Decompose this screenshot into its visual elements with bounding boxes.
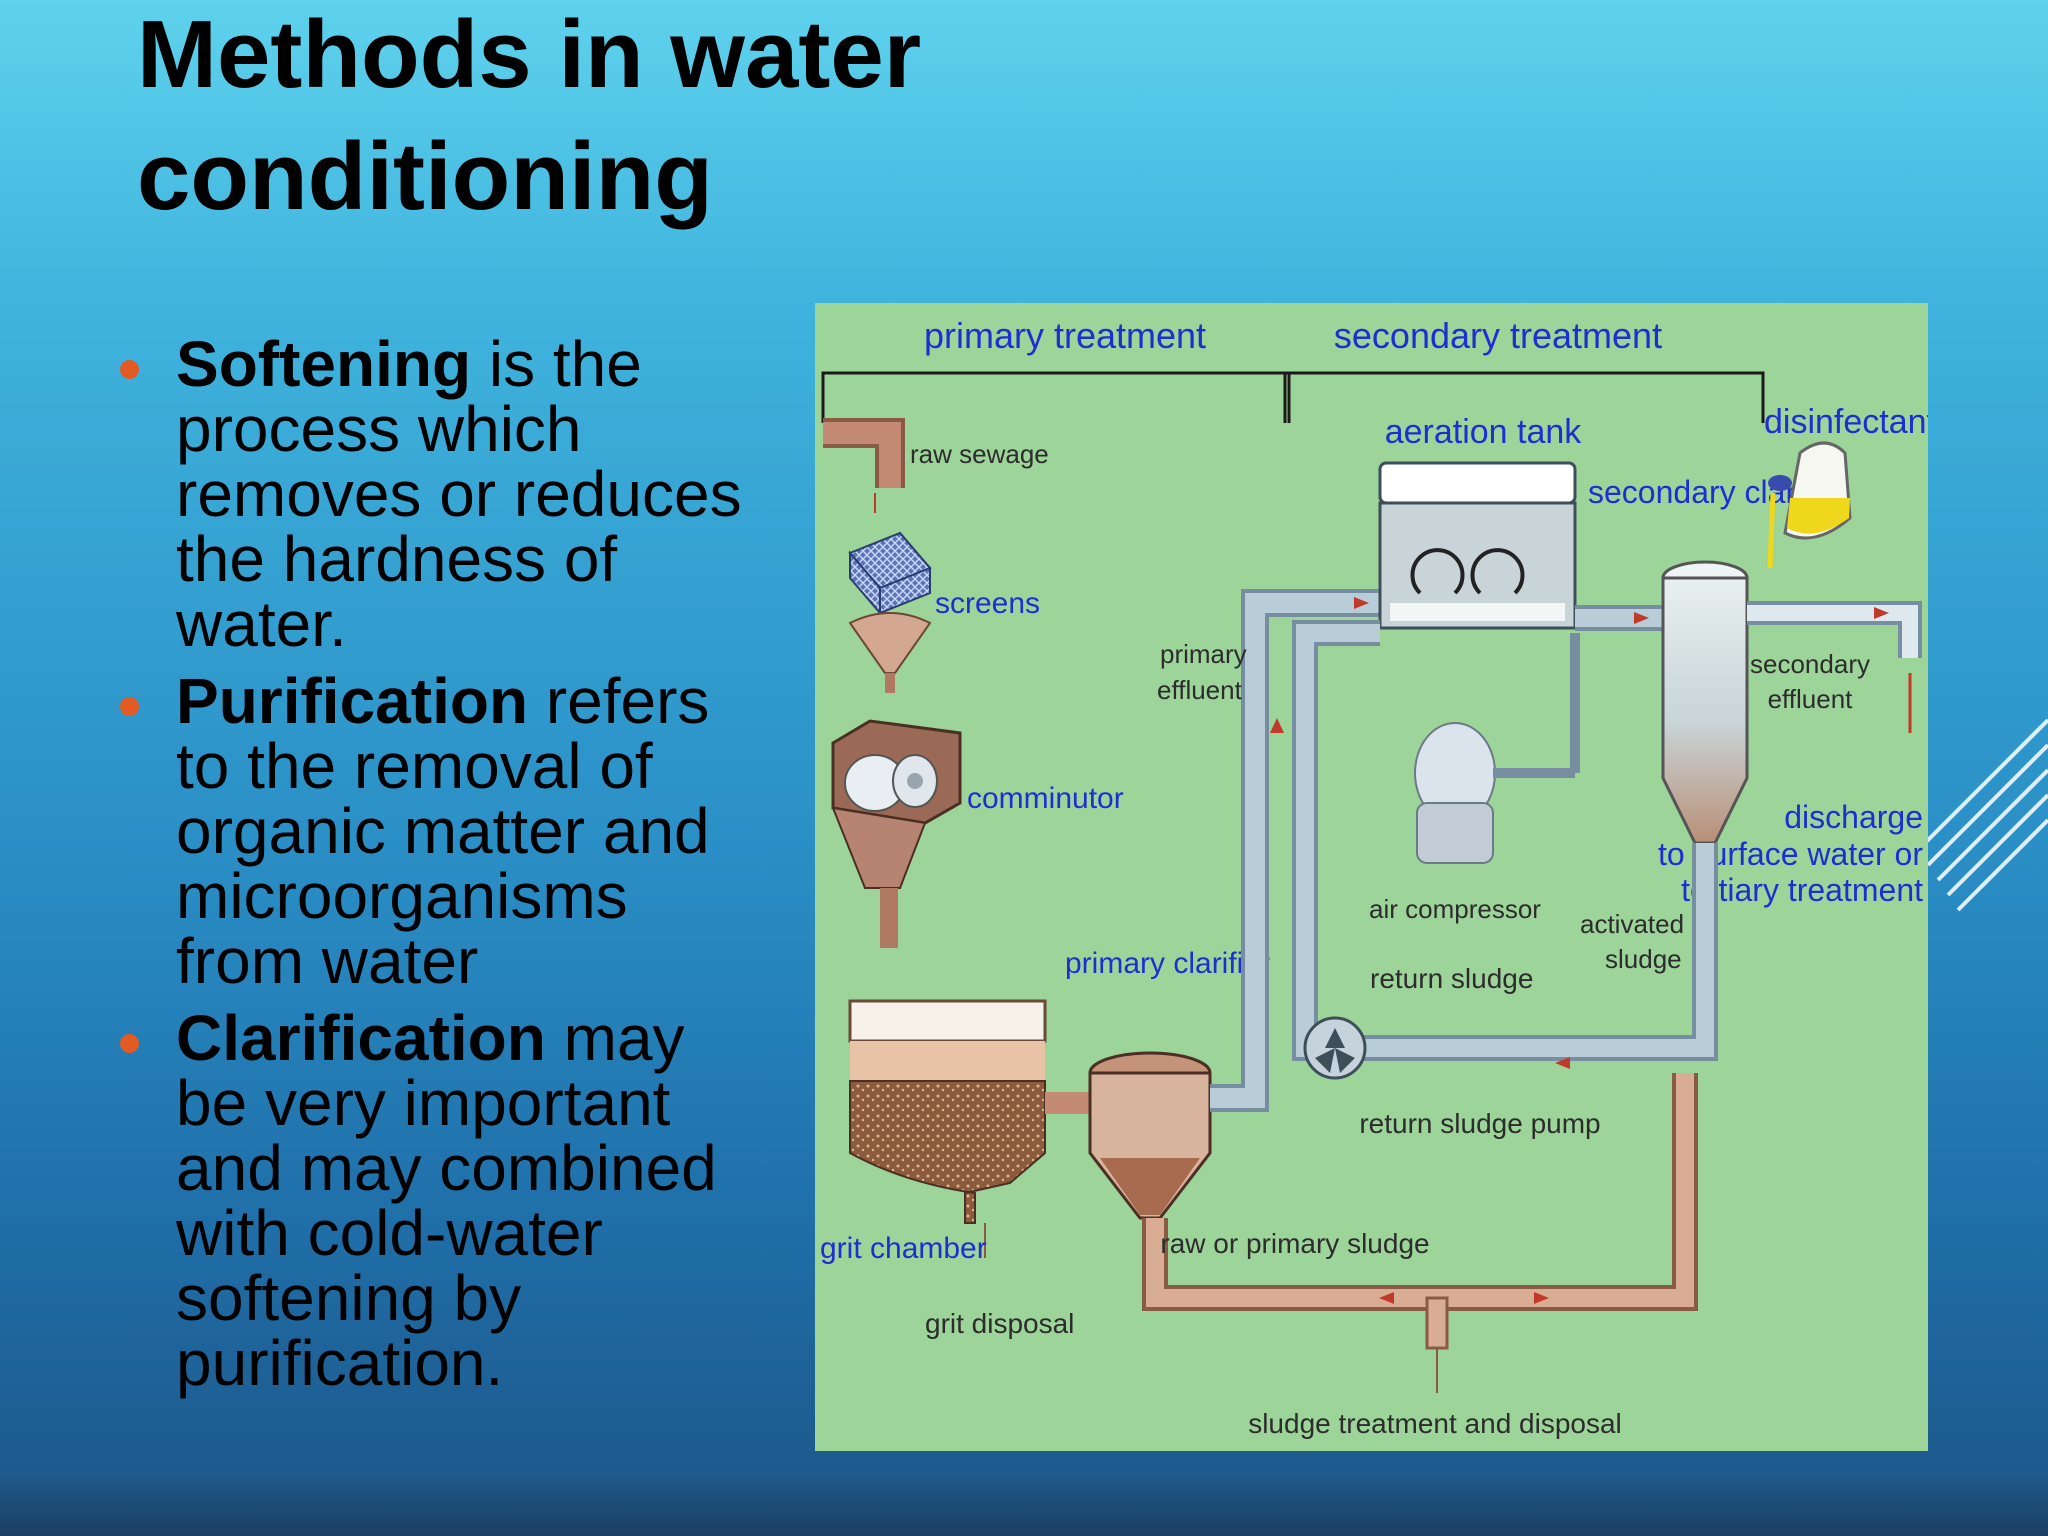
bullet-term: Purification [176,665,529,737]
screens-label: screens [935,587,1040,620]
bullet-dot-icon [120,697,139,716]
primary-clarifier-unit [1088,1051,1212,1220]
bullet-dot-icon [120,360,139,379]
primary-effluent-label-2: effluent [1157,675,1243,705]
secondary-effluent-label-2: effluent [1768,684,1854,714]
comminutor-label: comminutor [967,782,1124,815]
primary-effluent-label-1: primary [1160,639,1247,669]
disinfectant-jug [1767,441,1852,569]
wastewater-treatment-diagram: primary treatment secondary treatment ra… [815,303,1928,1451]
raw-sewage-pipe [823,418,905,513]
bullet-text: may be very important and may combined w… [176,1002,717,1399]
screens-unit [848,531,932,693]
decorative-lines [1916,718,2048,912]
slide-title: Methods in water conditioning [137,1,922,230]
raw-sewage-label: raw sewage [910,439,1049,469]
air-compressor-unit [1414,633,1580,864]
bullet-list: Softening is the process which removes o… [108,332,768,1408]
air-compressor-label: air compressor [1369,894,1541,924]
return-sludge-pump [1303,1016,1367,1080]
sludge-treatment-label: sludge treatment and disposal [1248,1408,1622,1439]
bullet-clarification: Clarification may be very important and … [108,1006,768,1396]
return-sludge-pump-label: return sludge pump [1359,1108,1600,1139]
stage-brackets [821,371,1765,423]
bullet-term: Clarification [176,1002,546,1074]
secondary-treatment-label: secondary treatment [1334,315,1662,356]
bullet-text: is the process which removes or reduces … [176,328,742,660]
aeration-tank-unit [1378,461,1577,630]
raw-or-primary-sludge-label: raw or primary sludge [1160,1228,1429,1259]
discharge-label-3: tertiary treatment [1681,872,1923,908]
activated-sludge-label-1: activated [1580,909,1684,939]
diagram-background [815,303,1928,1451]
discharge-label-1: discharge [1784,799,1923,835]
secondary-effluent-label-1: secondary [1750,649,1870,679]
bullet-text: refers to the removal of organic matter … [176,665,710,997]
bullet-softening: Softening is the process which removes o… [108,332,768,657]
bullet-purification: Purification refers to the removal of or… [108,669,768,994]
disinfectant-label: disinfectant [1764,403,1928,441]
aeration-tank-label: aeration tank [1385,413,1583,451]
bullet-term: Softening [176,328,472,400]
grit-chamber-label: grit chamber [820,1232,987,1265]
activated-sludge-label-2: sludge [1605,944,1682,974]
bullet-dot-icon [120,1034,139,1053]
return-sludge-label: return sludge [1370,963,1533,994]
flow-arrows [1270,597,1889,1304]
primary-treatment-label: primary treatment [924,315,1206,356]
grit-disposal-label: grit disposal [925,1308,1074,1339]
primary-clarifier-label: primary clarifier [1065,947,1270,980]
comminutor-unit [831,719,962,948]
secondary-clarifier-unit [1661,560,1749,845]
grit-chamber-unit [848,999,1047,1258]
